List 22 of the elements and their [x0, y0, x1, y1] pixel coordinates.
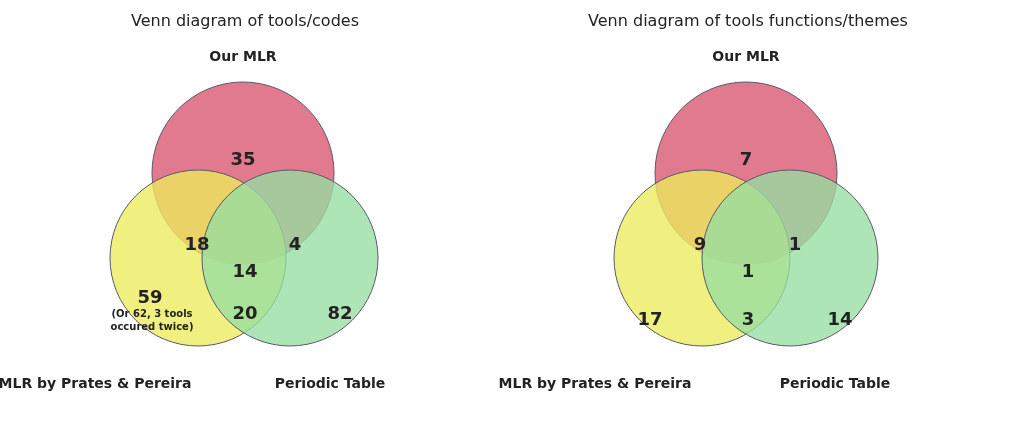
count-label: 3 — [741, 307, 755, 329]
count-label: 59 — [137, 285, 163, 307]
count-label: 82 — [327, 301, 353, 323]
count-label: 20 — [232, 301, 258, 323]
count-label: 35 — [230, 147, 256, 169]
chart-title: Venn diagram of tools functions/themes — [588, 10, 908, 30]
count-label: 1 — [741, 259, 755, 281]
count-label: 1 — [788, 232, 802, 254]
count-label: 18 — [184, 232, 210, 254]
set-label: Periodic Table — [779, 375, 891, 391]
set-label: Our MLR — [209, 48, 277, 64]
chart-title: Venn diagram of tools/codes — [131, 10, 359, 30]
count-label: 14 — [827, 307, 853, 329]
set-label: MLR by Prates & Pereira — [498, 375, 692, 391]
count-label: 17 — [637, 307, 663, 329]
count-label: 14 — [232, 259, 258, 281]
set-label: Our MLR — [712, 48, 780, 64]
set-label: MLR by Prates & Pereira — [0, 375, 192, 391]
set-label: Periodic Table — [274, 375, 386, 391]
count-label: 7 — [739, 147, 753, 169]
count-label: 9 — [693, 232, 707, 254]
count-label: 4 — [288, 232, 302, 254]
